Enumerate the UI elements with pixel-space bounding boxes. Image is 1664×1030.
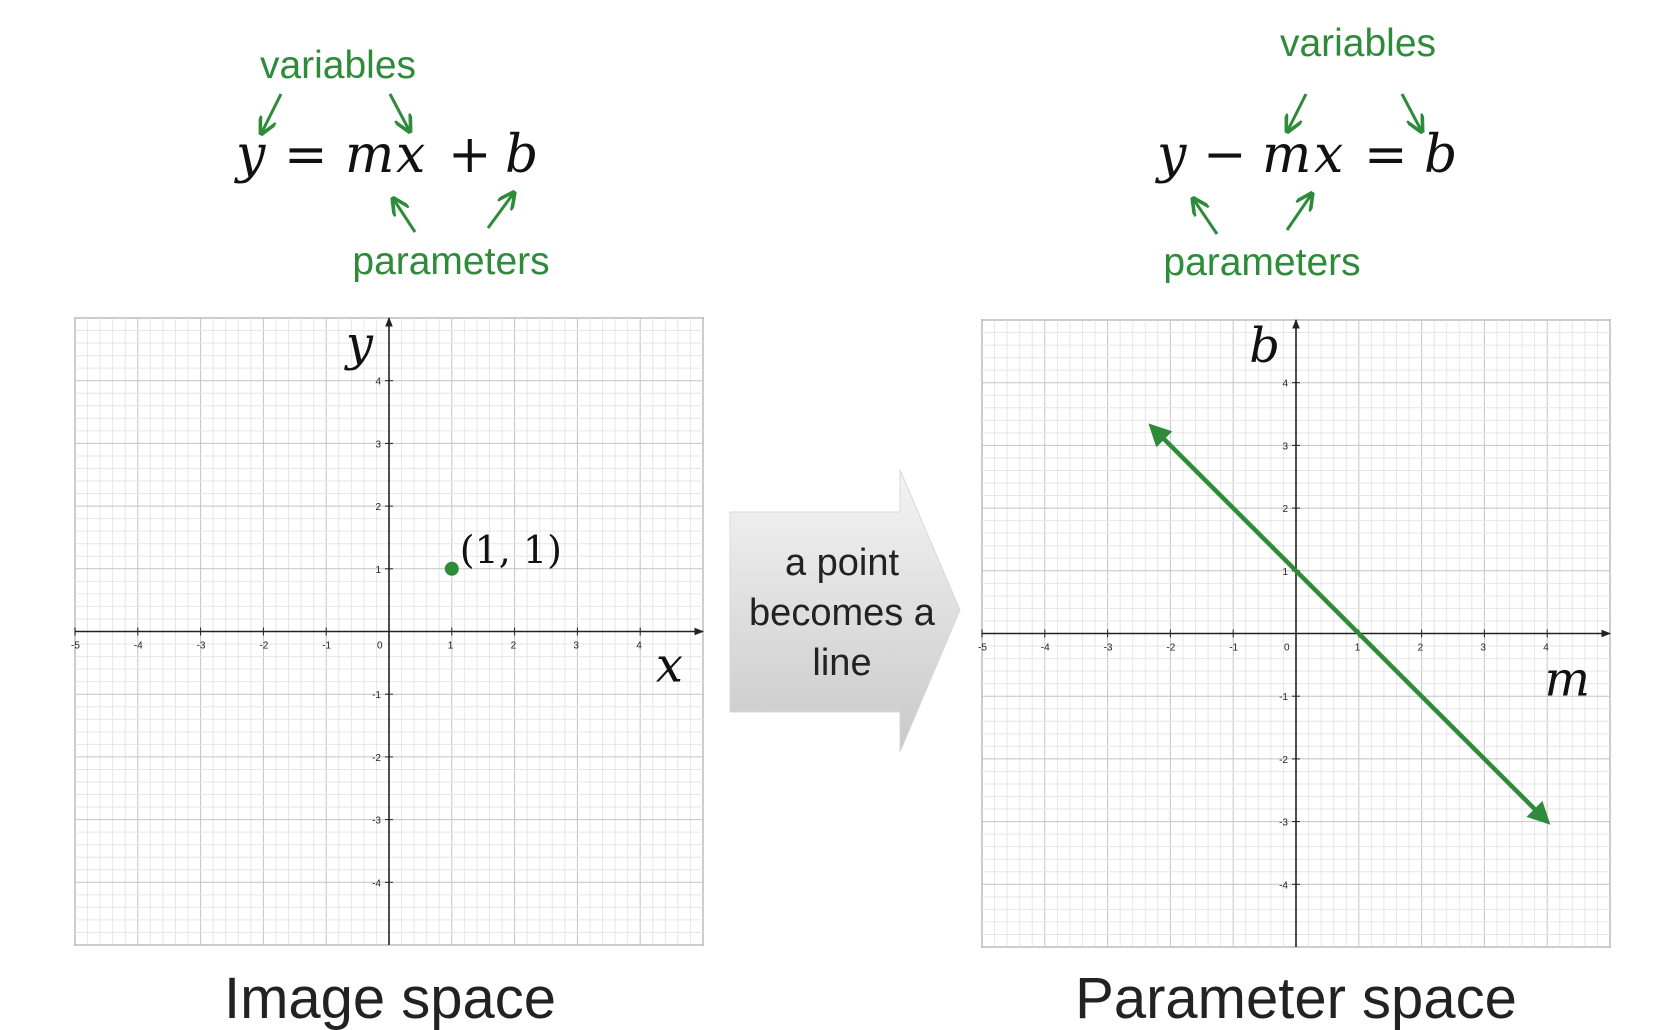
left-equation: y = m x + b xyxy=(234,125,538,185)
x-tick-label: 4 xyxy=(636,641,642,652)
y-tick-label: -2 xyxy=(1279,755,1288,766)
left-arrow-to-x-icon xyxy=(388,93,409,130)
y-tick-label: -2 xyxy=(372,753,381,764)
x-tick-label: 1 xyxy=(448,641,454,652)
x-tick-label: -5 xyxy=(978,643,987,654)
x-tick-label: -1 xyxy=(322,641,331,652)
x-tick-label: 2 xyxy=(1418,643,1424,654)
transition-line3: line xyxy=(812,642,871,684)
x-tick-label: 2 xyxy=(511,641,517,652)
x-tick-label: -4 xyxy=(1041,643,1050,654)
x-axis-name: m xyxy=(1544,652,1590,708)
eq-left-x: x xyxy=(396,125,425,185)
right-equation-block: variables y − m x = b parameters xyxy=(1155,22,1457,284)
x-tick-label: -5 xyxy=(71,641,80,652)
x-tick-label: 0 xyxy=(1284,643,1290,654)
y-tick-label: 3 xyxy=(375,439,381,450)
x-tick-label: -3 xyxy=(1104,643,1113,654)
y-axis-name: y xyxy=(344,316,374,372)
big-arrow-shape-icon xyxy=(729,469,961,753)
right-equation: y − m x = b xyxy=(1155,125,1457,185)
y-tick-label: -1 xyxy=(372,690,381,701)
y-tick-label: 4 xyxy=(1282,379,1288,390)
y-tick-label: -3 xyxy=(1279,818,1288,829)
left-arrow-to-b-icon xyxy=(486,194,513,229)
y-tick-label: -4 xyxy=(372,878,381,889)
parameter-line xyxy=(1148,423,1551,825)
y-tick-label: 2 xyxy=(1282,504,1288,515)
eq-left-m: m xyxy=(345,125,394,185)
x-tick-label: 3 xyxy=(1480,643,1486,654)
x-tick-label: -2 xyxy=(259,641,268,652)
transition-line1: a point xyxy=(785,542,900,584)
parameter-space-caption: Parameter space xyxy=(1075,966,1517,1030)
left-equation-block: variables y = m x + b parameters xyxy=(234,44,550,283)
eq-left-equals: = xyxy=(284,125,328,185)
x-tick-label: -2 xyxy=(1166,643,1175,654)
right-arrow-to-y-icon xyxy=(1194,200,1219,235)
y-tick-label: -4 xyxy=(1279,880,1288,891)
x-tick-label: -3 xyxy=(197,641,206,652)
y-tick-label: -1 xyxy=(1279,692,1288,703)
right-parameters-label: parameters xyxy=(1163,241,1360,284)
left-variables-label: variables xyxy=(260,44,416,87)
eq-right-b: b xyxy=(1424,125,1457,185)
x-tick-label: -4 xyxy=(134,641,143,652)
x-tick-label: -1 xyxy=(1229,643,1238,654)
transition-arrow: a point becomes a line xyxy=(729,469,961,753)
image-space-plot: -5 -4 -3 -2 -1 0 1 2 3 4 4 3 2 1 -1 -2 -3 -4 x y (1, 1) xyxy=(71,316,704,946)
right-variables-label: variables xyxy=(1280,22,1436,65)
transition-line2: becomes a xyxy=(749,592,936,634)
eq-right-minus: − xyxy=(1203,125,1247,185)
data-point xyxy=(444,561,459,576)
y-axis-name: b xyxy=(1249,318,1280,374)
eq-right-m: m xyxy=(1262,125,1311,185)
y-tick-label: 1 xyxy=(1282,567,1288,578)
x-tick-label: 0 xyxy=(377,641,383,652)
eq-right-y: y xyxy=(1155,125,1187,185)
y-tick-label: -3 xyxy=(372,816,381,827)
eq-right-equals: = xyxy=(1364,125,1408,185)
x-axis-name: x xyxy=(656,638,683,694)
x-tick-label: 1 xyxy=(1355,643,1361,654)
eq-left-b: b xyxy=(505,125,538,185)
y-tick-label: 4 xyxy=(375,377,381,388)
right-arrow-to-x-icon xyxy=(1288,93,1308,130)
y-tick-label: 2 xyxy=(375,502,381,513)
point-label: (1, 1) xyxy=(460,528,562,572)
right-arrow-to-b-icon xyxy=(1400,93,1421,130)
left-arrow-to-m-icon xyxy=(394,200,417,233)
eq-left-y: y xyxy=(234,125,266,185)
y-tick-label: 1 xyxy=(375,565,381,576)
left-parameters-label: parameters xyxy=(352,240,549,283)
left-arrow-to-y-icon xyxy=(262,93,283,132)
y-tick-label: 3 xyxy=(1282,441,1288,452)
x-tick-label: 3 xyxy=(573,641,579,652)
image-space-caption: Image space xyxy=(224,966,556,1030)
eq-left-plus: + xyxy=(448,125,492,185)
right-arrow-to-m-icon xyxy=(1285,195,1311,231)
eq-right-x: x xyxy=(1314,125,1343,185)
